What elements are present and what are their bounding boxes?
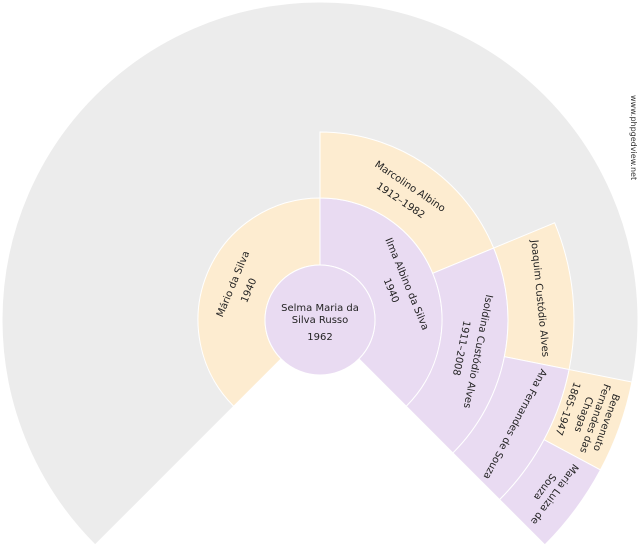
root-person-circle[interactable] [264,264,376,376]
root-person-name-line: Silva Russo [292,315,349,326]
root-person-dates: 1962 [307,332,332,343]
mm-father-segment[interactable] [493,222,575,371]
watermark: www.phpgedview.net [629,95,638,181]
mmm-father-segment[interactable] [543,368,633,471]
mmm-mother-segment[interactable] [498,439,602,546]
mother-father-segment[interactable] [319,131,495,274]
root-person-name-line: Selma Maria da [281,303,359,314]
